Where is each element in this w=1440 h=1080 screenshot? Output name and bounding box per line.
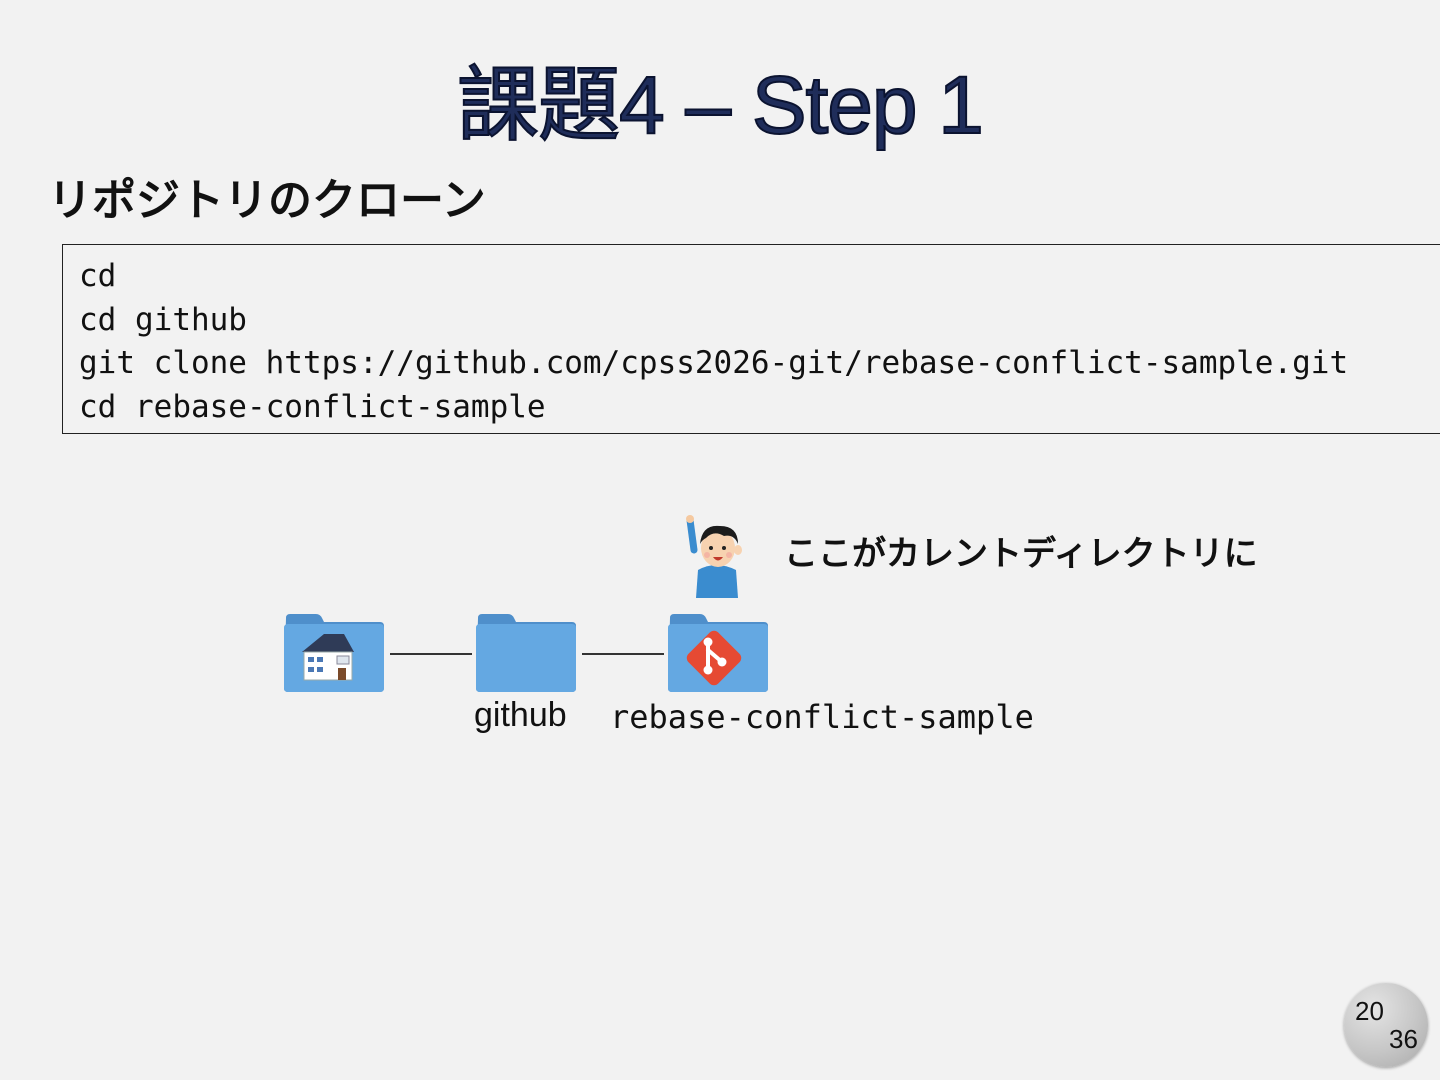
home-folder-icon xyxy=(284,614,384,692)
page-total: 36 xyxy=(1389,1024,1418,1054)
page-number-badge xyxy=(1344,983,1428,1067)
code-line: git clone https://github.com/cpss2026-gi… xyxy=(79,345,1349,381)
slide-title: 課題4 – Step 1 xyxy=(456,59,985,152)
folder-label-repo: rebase-conflict-sample xyxy=(610,698,1034,736)
connector-line xyxy=(390,653,472,655)
code-line: cd xyxy=(79,258,117,294)
folder-icon xyxy=(476,614,576,692)
code-line: cd github xyxy=(79,301,247,338)
person-raising-hand-icon xyxy=(686,515,742,598)
page-current: 20 xyxy=(1355,996,1384,1026)
git-folder-icon xyxy=(668,614,768,692)
slide-subtitle: リポジトリのクローン xyxy=(48,175,486,226)
current-directory-note: ここがカレントディレクトリに xyxy=(784,534,1258,574)
connector-line xyxy=(582,653,664,655)
folder-label-github: github xyxy=(474,696,567,734)
code-line: cd rebase-conflict-sample xyxy=(79,388,546,425)
code-block: cd cd github git clone https://github.co… xyxy=(62,244,1440,434)
